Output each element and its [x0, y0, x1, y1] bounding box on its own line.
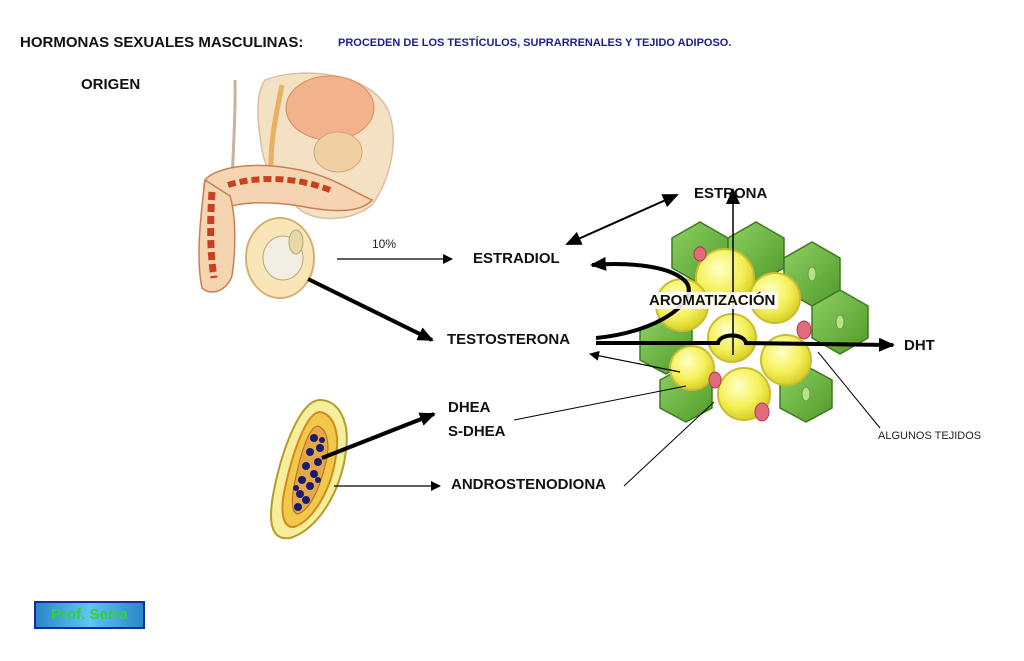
line-dhea-to-tissue: [513, 385, 687, 421]
node-estrona: ESTRONA: [694, 185, 768, 202]
node-dhea: DHEA: [448, 399, 491, 416]
page-subtitle: PROCEDEN DE LOS TESTÍCULOS, SUPRARRENALE…: [338, 37, 732, 49]
node-s-dhea: S-DHEA: [448, 423, 506, 440]
origin-label: ORIGEN: [81, 76, 141, 93]
node-testosterona: TESTOSTERONA: [447, 331, 571, 348]
algunos-tejidos-label: ALGUNOS TEJIDOS: [878, 430, 982, 442]
arrow-estrona-estradiol: [565, 194, 679, 245]
arrow-adrenal-to-dhea: [321, 412, 436, 460]
aromatization-curve-arrow: [590, 256, 691, 340]
page-title: HORMONAS SEXUALES MASCULINAS:: [20, 34, 304, 51]
node-dht: DHT: [904, 337, 935, 354]
percent-label: 10%: [372, 237, 397, 251]
arrow-testes-to-testosterona: [307, 277, 434, 342]
line-algunos-tejidos: [817, 351, 881, 429]
adrenal-gland-illustration: [270, 398, 348, 540]
node-estradiol: ESTRADIOL: [473, 250, 560, 267]
adipose-tissue-illustration: [639, 221, 869, 423]
aromatization-label: AROMATIZACIÓN: [646, 292, 779, 309]
male-anatomy-illustration: [198, 72, 394, 299]
line-androstenodiona-to-tissue: [623, 401, 715, 487]
arrow-tissue-to-testosterona: [589, 350, 681, 373]
prof-serra-badge[interactable]: Prof. Serra: [34, 601, 145, 629]
arrow-testosterona-to-dht: [596, 333, 895, 352]
diagram-arrows: [307, 188, 895, 491]
node-androstenodiona: ANDROSTENODIONA: [451, 476, 607, 493]
